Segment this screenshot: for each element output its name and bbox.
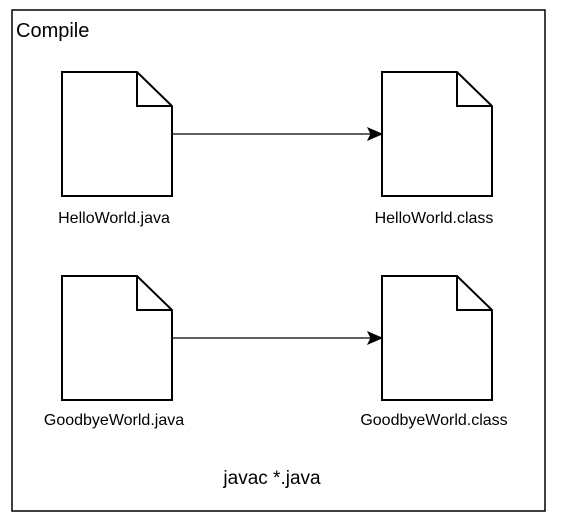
target-file-label-1: HelloWorld.class [374, 210, 494, 227]
diagram-title: Compile [16, 20, 90, 42]
target-file-icon-1 [381, 71, 493, 197]
compile-command: javac *.java [223, 468, 321, 489]
target-file-label-2: GoodbyeWorld.class [360, 412, 508, 429]
target-file-icon-2 [381, 275, 493, 401]
compile-arrow-1 [172, 127, 384, 141]
source-file-icon-2 [61, 275, 173, 401]
source-file-label-1: HelloWorld.java [58, 210, 170, 227]
compile-arrow-2 [172, 331, 384, 345]
source-file-label-2: GoodbyeWorld.java [43, 412, 185, 429]
source-file-icon-1 [61, 71, 173, 197]
